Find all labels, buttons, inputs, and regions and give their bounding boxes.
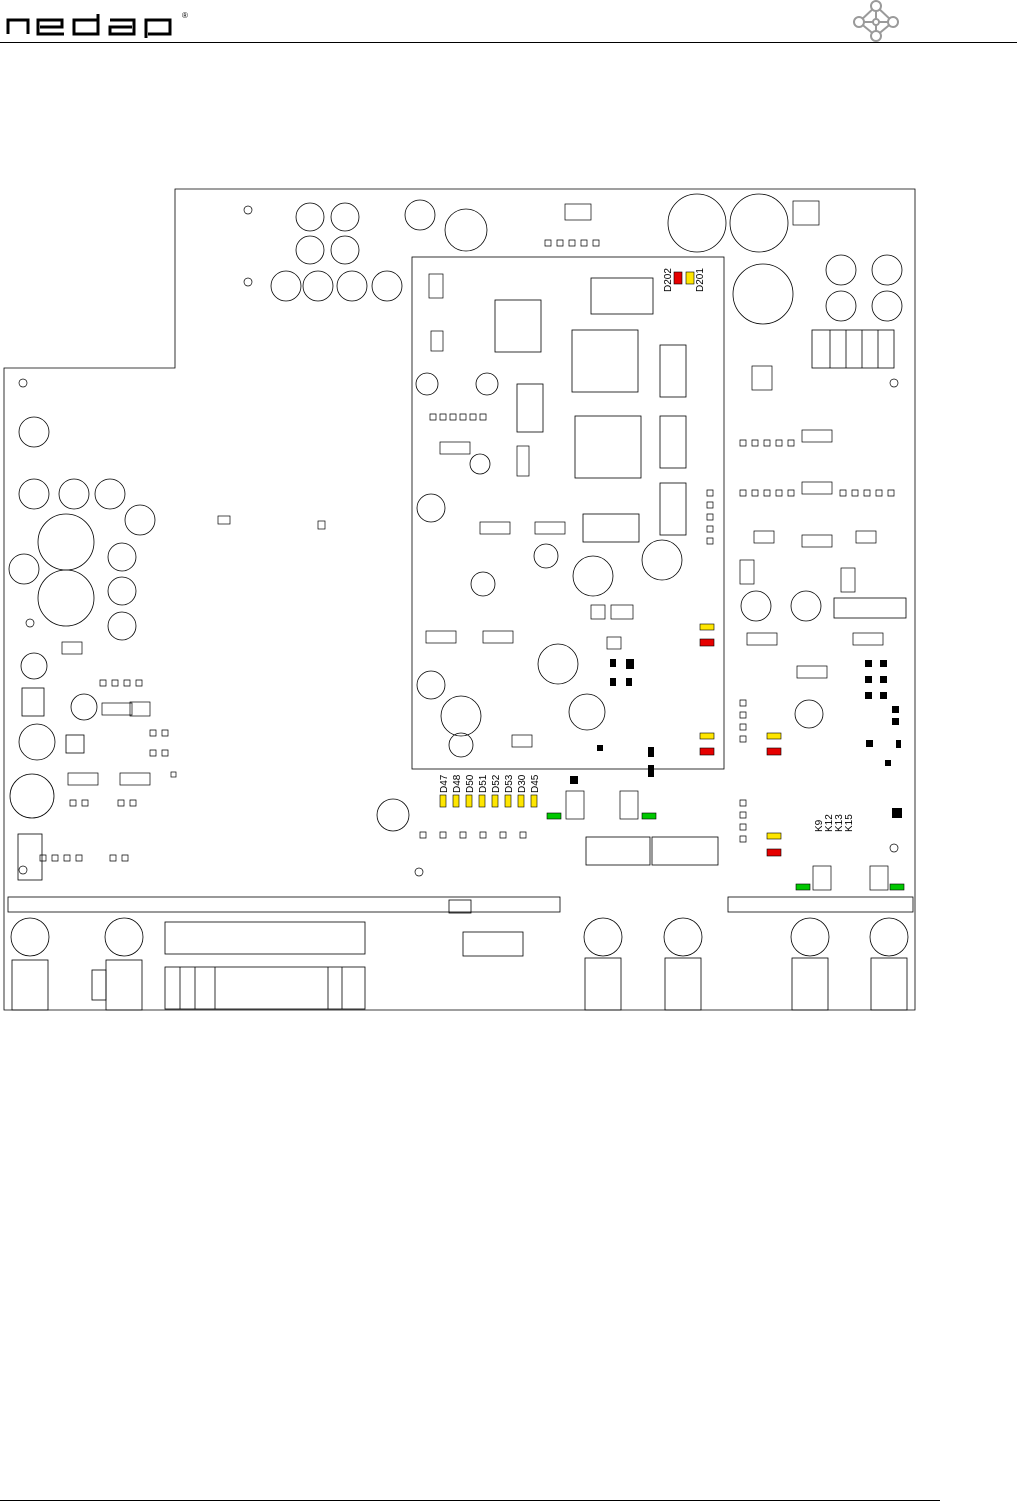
led-label-d50: D50 xyxy=(465,774,476,793)
relay-label-k15: K15 xyxy=(844,814,855,832)
led-label-d202: D202 xyxy=(663,268,674,292)
chip-u3 xyxy=(575,416,641,478)
chip-u1 xyxy=(495,300,541,352)
connector-strip xyxy=(8,897,560,912)
chip-u2 xyxy=(572,330,638,392)
board-outline xyxy=(4,189,915,1010)
led-label-d47: D47 xyxy=(439,774,450,793)
led-label-d30: D30 xyxy=(517,774,528,793)
led-label-d53: D53 xyxy=(504,774,515,793)
led-label-d48: D48 xyxy=(452,774,463,793)
footer-rule xyxy=(0,1500,940,1501)
led-d202 xyxy=(674,272,682,284)
led-label-d201: D201 xyxy=(695,268,706,292)
led-label-d52: D52 xyxy=(491,774,502,793)
led-label-d45: D45 xyxy=(530,774,541,793)
led-label-d51: D51 xyxy=(478,774,489,793)
cpu-module xyxy=(412,257,724,769)
led-d201 xyxy=(686,272,694,284)
